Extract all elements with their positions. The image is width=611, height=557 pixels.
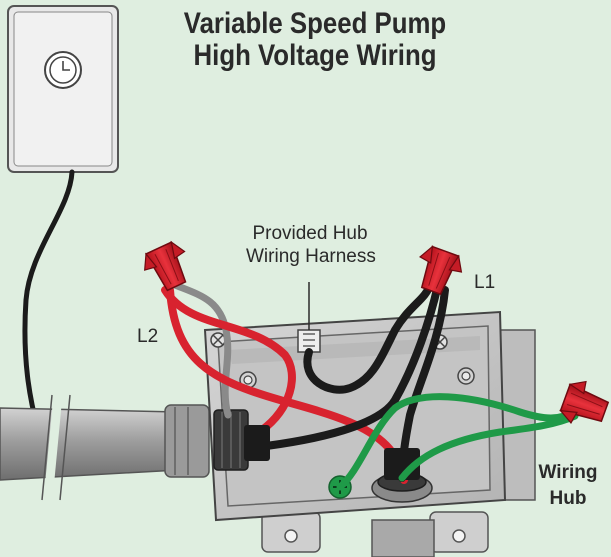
wire-nut-icon: [419, 245, 463, 296]
harness-label-line-2: Wiring Harness: [246, 246, 376, 267]
screw-icon: [210, 332, 226, 348]
title-line-2: High Voltage Wiring: [193, 39, 437, 72]
wire-nut-icon: [144, 240, 187, 292]
l2-label: L2: [137, 326, 159, 347]
diagram-title: Variable Speed Pump High Voltage Wiring: [173, 8, 457, 72]
green-wire-2: [398, 412, 579, 482]
green-wire-1: [336, 393, 576, 491]
harness-label-line-1: Provided Hub: [252, 223, 368, 244]
conduit: [0, 394, 210, 501]
timer-cable: [22, 169, 75, 444]
hub-label: Wiring Hub: [528, 460, 608, 512]
timer-icon: [44, 51, 82, 89]
timer-panel: [7, 5, 119, 173]
hub-label-line-2: Hub: [549, 488, 587, 509]
gray-wire: [171, 281, 232, 419]
hub-label-line-1: Wiring: [538, 462, 598, 483]
harness-label: Provided Hub Wiring Harness: [246, 222, 376, 268]
black-wire-l1: [246, 281, 442, 452]
black-wire-harness: [303, 281, 434, 394]
screw-icon: [239, 371, 257, 389]
title-line-1: Variable Speed Pump: [183, 7, 447, 40]
screw-icon: [457, 367, 475, 385]
wire-nut-icon: [559, 380, 610, 424]
l1-label: L1: [474, 272, 496, 293]
red-wire-2: [161, 286, 296, 434]
